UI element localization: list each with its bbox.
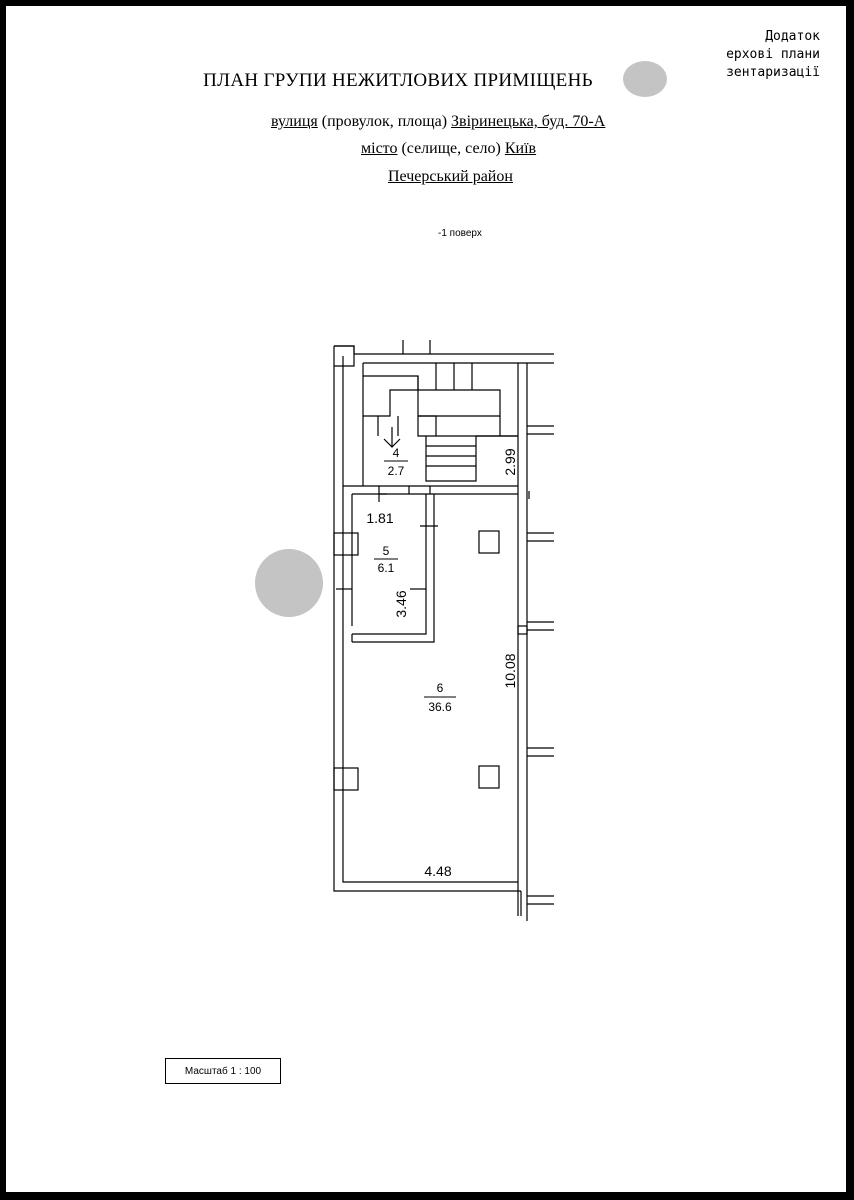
room-4-number: 4 xyxy=(393,446,400,460)
city-label-a: місто xyxy=(361,140,398,157)
dimension-3-46: 3.46 xyxy=(393,590,409,617)
city-value: Київ xyxy=(504,140,537,157)
redaction-blot xyxy=(255,549,323,617)
dimension-10-08: 10.08 xyxy=(502,653,518,688)
dimension-4-48: 4.48 xyxy=(424,863,451,879)
city-label-b: (селище, село) xyxy=(401,140,501,157)
corner-line-1: Додаток xyxy=(765,29,820,44)
room-4-area: 2.7 xyxy=(388,464,405,478)
corner-line-2: ерхові плани xyxy=(726,47,820,62)
document-sheet: Додаток ерхові плани зентаризації ПЛАН Г… xyxy=(6,6,846,1192)
district-line: Печерський район xyxy=(388,168,513,186)
document-title: ПЛАН ГРУПИ НЕЖИТЛОВИХ ПРИМІЩЕНЬ xyxy=(203,70,593,91)
room-5-number: 5 xyxy=(383,544,390,558)
room-6-area: 36.6 xyxy=(428,700,452,714)
dimension-2-99: 2.99 xyxy=(502,448,518,475)
street-label-a: вулиця xyxy=(271,113,318,130)
floor-label: -1 поверх xyxy=(438,228,482,239)
floor-plan: 4 2.7 5 6.1 6 36.6 2.99 1.81 3.46 10.08 … xyxy=(333,340,554,921)
redaction-blot xyxy=(623,61,667,97)
dimension-1-81: 1.81 xyxy=(366,510,393,526)
street-label-b: (провулок, площа) xyxy=(321,113,448,130)
street-value: Звіринецька, буд. 70-А xyxy=(451,113,606,130)
corner-line-3: зентаризації xyxy=(726,65,820,80)
scale-box: Масштаб 1 : 100 xyxy=(165,1058,281,1084)
outer-wall-left-bottom xyxy=(333,346,521,892)
room-6-number: 6 xyxy=(437,681,444,695)
district-value: Печерський район xyxy=(388,168,513,185)
corner-note: Додаток ерхові плани зентаризації xyxy=(726,28,820,82)
inner-wall-left-bottom xyxy=(342,356,518,883)
street-line: вулиця (провулок, площа) Звіринецька, бу… xyxy=(271,113,605,131)
top-opening xyxy=(402,340,431,354)
room-5-area: 6.1 xyxy=(378,561,395,575)
city-line: місто (селище, село) Київ xyxy=(361,140,536,158)
